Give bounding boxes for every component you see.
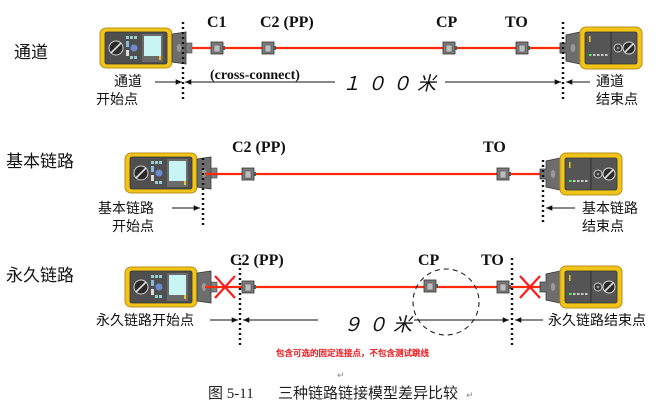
remote-tester-icon xyxy=(559,26,643,70)
label-cp: CP xyxy=(436,14,458,31)
length-90m-label: ９０米 xyxy=(343,314,418,336)
main-tester-icon xyxy=(99,27,193,69)
connector-c2-icon xyxy=(261,41,277,55)
channel-end-label-2: 结束点 xyxy=(596,92,638,108)
connector-to-icon xyxy=(496,167,512,181)
connector-to-icon xyxy=(515,41,531,55)
basic-start-label-2: 开始点 xyxy=(112,219,154,235)
connector-cp-icon xyxy=(423,279,439,293)
main-tester-icon xyxy=(124,266,218,308)
label-c2-pp: C2 (PP) xyxy=(232,139,286,156)
basic-end-label-2: 结束点 xyxy=(582,219,624,235)
row-title-basic-link: 基本链路 xyxy=(6,152,74,172)
paragraph-mark: ↵ xyxy=(466,391,474,401)
label-to: TO xyxy=(481,252,504,269)
connector-c2-icon xyxy=(241,167,257,181)
connector-cp-icon xyxy=(442,41,458,55)
label-c1: C1 xyxy=(207,14,227,31)
row-basic-link: 基本链路 C2 (PP) TO 基本链路 开始点 基本链路 结束点 xyxy=(6,139,638,235)
figure-caption: 图 5-11 三种链路链接模型差异比较 ↵ xyxy=(208,384,474,402)
row-channel: 通道 C1 C2 (PP) CP TO (cross-connect) １００米… xyxy=(14,14,643,108)
figure-title: 三种链路链接模型差异比较 xyxy=(278,384,458,402)
row-permanent-link: 永久链路 C2 (PP) CP TO ９０米 永久链路开始点 永久链路结束点 xyxy=(6,252,646,359)
label-cp: CP xyxy=(418,252,440,269)
label-c2-pp: C2 (PP) xyxy=(260,14,314,31)
optional-cp-highlight xyxy=(412,268,480,336)
excluded-patch-cord-left-icon xyxy=(214,275,236,299)
connector-to-icon xyxy=(496,280,512,294)
connector-c2-icon xyxy=(241,280,257,294)
permanent-end-label: 永久链路结束点 xyxy=(548,313,646,329)
remote-tester-icon xyxy=(539,265,623,309)
label-to: TO xyxy=(505,14,528,31)
channel-start-label-2: 开始点 xyxy=(96,92,138,108)
row-title-permanent-link: 永久链路 xyxy=(6,266,74,286)
figure-number: 图 5-11 xyxy=(208,385,254,402)
remote-tester-icon xyxy=(539,152,623,196)
connector-c1-icon xyxy=(210,41,226,55)
channel-start-label-1: 通道 xyxy=(114,74,142,90)
basic-end-label-1: 基本链路 xyxy=(582,200,638,217)
paragraph-mark: ↵ xyxy=(337,371,345,381)
cross-connect-label: (cross-connect) xyxy=(210,68,300,83)
basic-start-label-1: 基本链路 xyxy=(98,200,154,217)
row-title-channel: 通道 xyxy=(14,43,48,63)
channel-end-label-1: 通道 xyxy=(596,74,624,90)
excluded-patch-cord-right-icon xyxy=(519,275,541,299)
permanent-link-note: 包含可选的固定连接点，不包含测试跳线 xyxy=(276,348,430,359)
label-to: TO xyxy=(483,139,506,156)
permanent-start-label: 永久链路开始点 xyxy=(96,313,194,329)
length-100m-label: １００米 xyxy=(342,73,442,95)
label-c2-pp: C2 (PP) xyxy=(230,252,284,269)
